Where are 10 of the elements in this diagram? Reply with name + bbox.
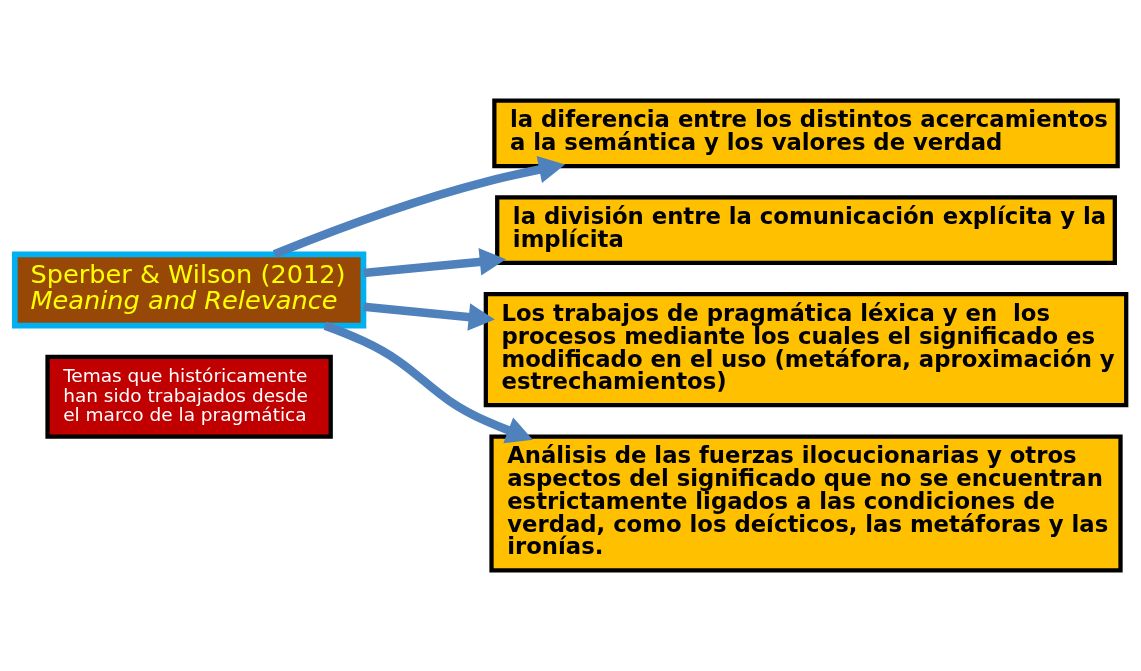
node-box: Temas que históricamente han sido trabajados desde el marco de la pragmática — [45, 354, 333, 439]
node-box: la división entre la comunicación explícita y la implícita — [495, 195, 1117, 266]
arrow — [272, 156, 566, 259]
arrow — [323, 321, 533, 444]
node-box: la diferencia entre los distintos acercamientos a la semántica y los valores de verdad — [492, 98, 1120, 169]
arrow — [363, 302, 495, 331]
arrow — [363, 248, 507, 278]
node-box: Análisis de las fuerzas ilocucionarias y otros aspectos del significado que no se encuentran estrictamente ligados a las condiciones de verdad, como los deícticos, las metáforas y las ironías. — [489, 434, 1123, 573]
node-box: Sperber & Wilson (2012) Meaning and Relevance — [11, 251, 367, 329]
node-box: Los trabajos de pragmática léxica y en los procesos mediante los cuales el significado es modificado en el uso (metáfora, aproximación y estrechamientos) — [483, 292, 1129, 408]
